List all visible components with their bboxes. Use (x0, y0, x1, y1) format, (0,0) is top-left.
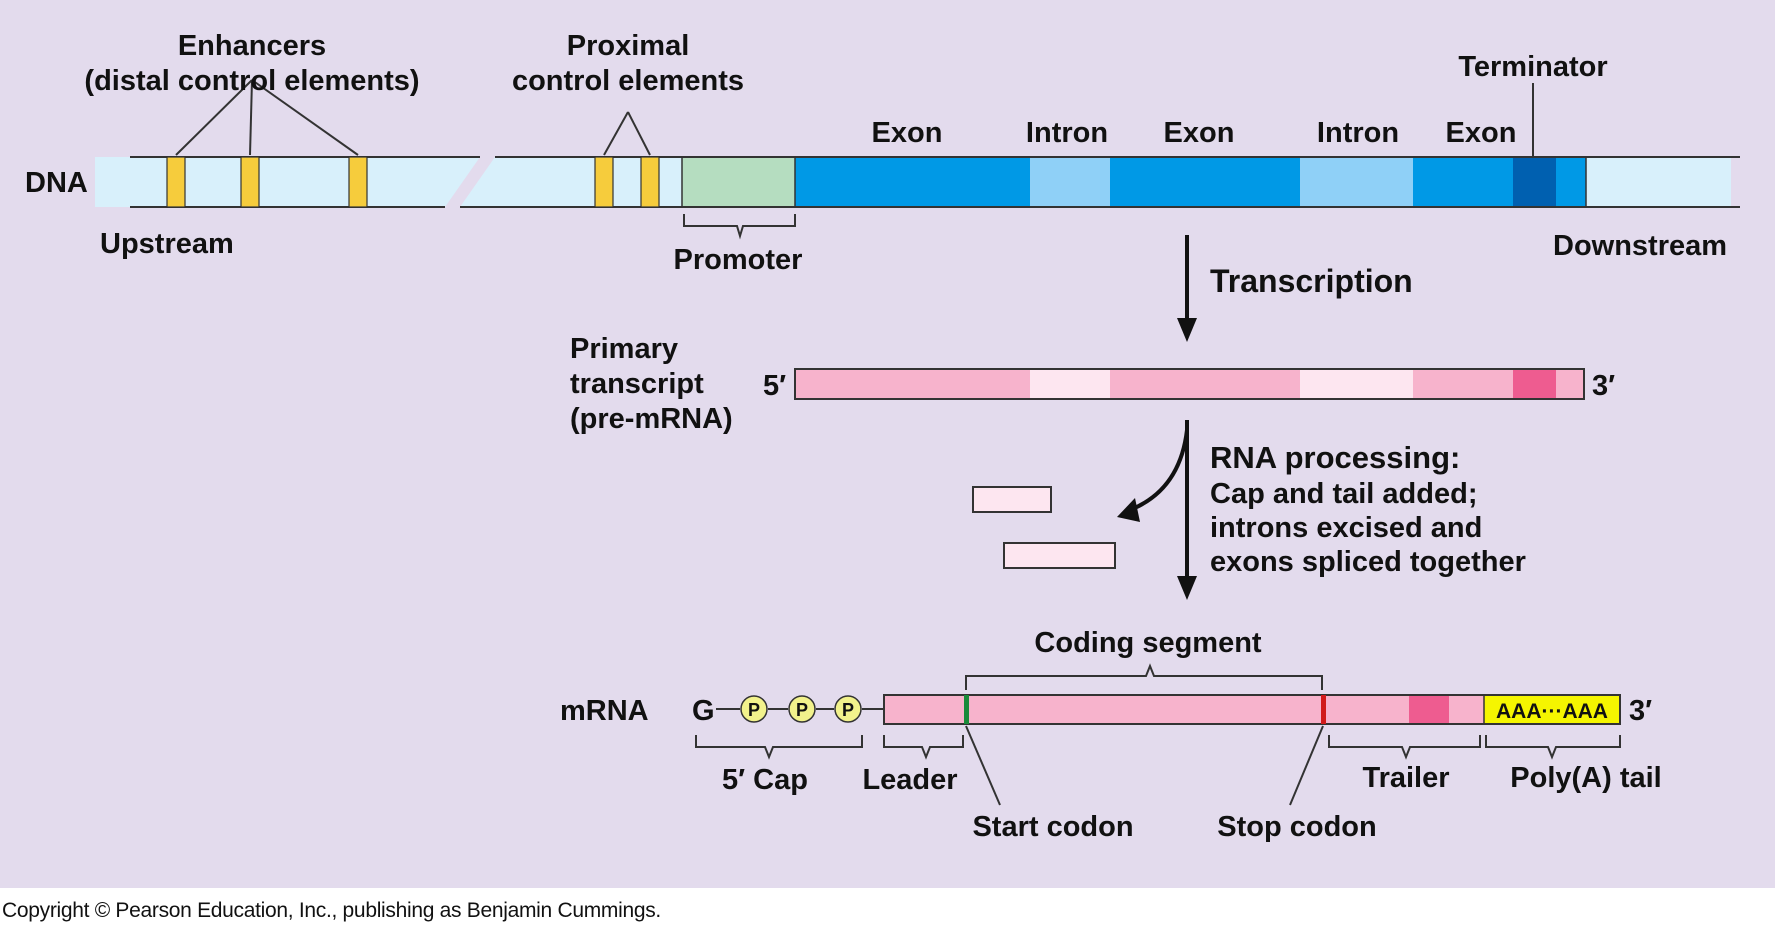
exon-tail-region (1556, 157, 1586, 207)
poly-a-brace (1485, 735, 1621, 760)
phosphate-2-circle (788, 695, 816, 723)
upstream-label: Upstream (100, 228, 234, 260)
cap-brace (695, 735, 863, 760)
dna-downstream-segment (1586, 157, 1731, 207)
dna-upstream-segment (95, 157, 480, 207)
exon-label-1: Exon (872, 117, 943, 149)
proximal-label-line1: Proximal (567, 30, 690, 62)
phosphate-1-circle (740, 695, 768, 723)
proximal-element-2 (640, 156, 660, 208)
enhancer-element-2 (240, 156, 260, 208)
primary-transcript-label-line1: Primary (570, 333, 678, 365)
terminator-region (1513, 157, 1556, 207)
trailer-brace (1328, 735, 1481, 760)
five-prime-primary-label: 5′ (763, 370, 786, 402)
downstream-label: Downstream (1553, 230, 1727, 262)
start-codon-pointer (965, 725, 1001, 806)
control-element-pointers (175, 79, 1534, 157)
start-codon-label: Start codon (972, 811, 1133, 843)
proximal-element-1 (594, 156, 614, 208)
intron-label-1: Intron (1026, 117, 1108, 149)
mrna-strand (883, 694, 1621, 725)
phosphate-1-label: P (748, 700, 760, 720)
promoter-region (682, 157, 795, 207)
cap-g-label: G (692, 695, 715, 727)
proximal-label-line2: control elements (512, 65, 744, 97)
exon-label-2: Exon (1164, 117, 1235, 149)
stop-codon-pointer (1289, 725, 1324, 806)
rna-processing-line1: Cap and tail added; (1210, 478, 1477, 510)
dna-midsegment (460, 157, 682, 207)
intron-region-2 (1300, 157, 1413, 207)
poly-a-sequence: AAA···AAA (1496, 700, 1608, 723)
enhancer-element-1 (166, 156, 186, 208)
stop-codon-mark (1321, 695, 1326, 724)
three-prime-primary-label: 3′ (1592, 370, 1615, 402)
coding-segment-brace (965, 663, 1323, 690)
exon-region-1 (795, 157, 1030, 207)
copyright-notice: Copyright © Pearson Education, Inc., pub… (2, 899, 661, 922)
primary-transcript-label-line3: (pre-mRNA) (570, 403, 733, 435)
five-prime-cap-label: 5′ Cap (722, 764, 808, 796)
exon-label-3: Exon (1446, 117, 1517, 149)
phosphate-3-label: P (842, 700, 854, 720)
dna-label: DNA (25, 167, 88, 199)
primary-transcript (794, 368, 1585, 400)
stop-codon-label: Stop codon (1217, 811, 1376, 843)
dna-strand (95, 156, 1740, 208)
promoter-brace (683, 214, 796, 240)
rna-processing-line2: introns excised and (1210, 512, 1482, 544)
enhancer-element-3 (348, 156, 368, 208)
diagram-svg: Enhancers (distal control elements) Prox… (25, 30, 1740, 843)
leader-brace (883, 735, 964, 760)
terminator-label: Terminator (1458, 51, 1607, 83)
exon-region-2 (1110, 157, 1300, 207)
excised-intron-2 (1003, 542, 1116, 569)
rna-processing-arrow (1117, 420, 1197, 600)
exon-region-3 (1413, 157, 1513, 207)
enhancers-label-line1: Enhancers (178, 30, 326, 62)
start-codon-mark (964, 695, 969, 724)
rna-processing-title: RNA processing: (1210, 440, 1460, 475)
intron-label-2: Intron (1317, 117, 1399, 149)
poly-a-tail-label: Poly(A) tail (1510, 762, 1661, 794)
transcription-label: Transcription (1210, 263, 1413, 299)
trailer-label: Trailer (1362, 762, 1449, 794)
transcription-arrow (1177, 235, 1197, 342)
excised-intron-1 (972, 486, 1052, 513)
mrna-label: mRNA (560, 695, 649, 727)
enhancers-label-line2: (distal control elements) (84, 65, 419, 97)
coding-segment-label: Coding segment (1034, 627, 1262, 659)
phosphate-3-circle (834, 695, 862, 723)
three-prime-mrna-label: 3′ (1629, 695, 1652, 727)
phosphate-2-label: P (796, 700, 808, 720)
leader-label: Leader (862, 764, 957, 796)
primary-transcript-label-line2: transcript (570, 368, 704, 400)
promoter-label: Promoter (674, 244, 803, 276)
rna-processing-line3: exons spliced together (1210, 546, 1526, 578)
intron-region-1 (1030, 157, 1110, 207)
